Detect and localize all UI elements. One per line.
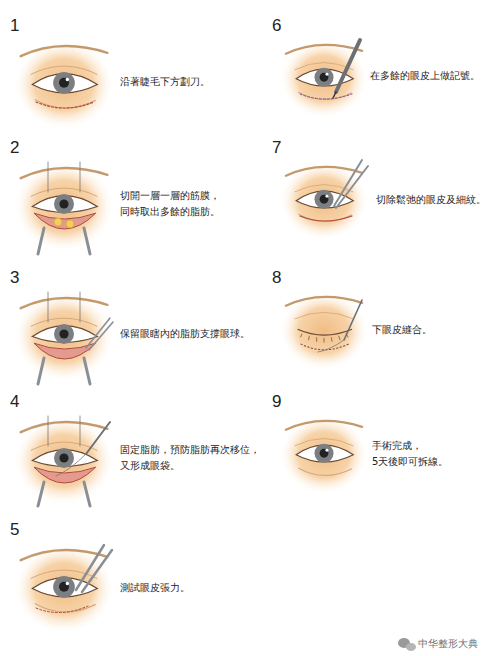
step-caption: 切除鬆弛的眼皮及細紋。 (376, 192, 486, 208)
step-number: 6 (272, 16, 281, 36)
eye-figures (16, 41, 367, 632)
surgical-instruments (36, 40, 368, 613)
step-caption: 切開一層一層的筋膜， 同時取出多餘的脂肪。 (120, 188, 226, 220)
step-number: 9 (272, 392, 281, 412)
step-number: 3 (10, 268, 19, 288)
eye-figure (16, 293, 113, 380)
step-number: 4 (10, 392, 19, 412)
eye-figure (16, 417, 113, 504)
step-number: 2 (10, 138, 19, 158)
step-caption: 下眼皮縫合。 (372, 322, 432, 338)
step-caption: 固定脂肪，預防脂肪再次移位， 又形成眼袋。 (120, 442, 268, 474)
step-number: 5 (10, 520, 19, 540)
step-caption: 在多餘的眼皮上做記號。 (370, 68, 480, 84)
eye-figure (16, 41, 113, 128)
step-caption: 沿著睫毛下方劃刀。 (120, 74, 210, 90)
eye-figure (16, 545, 113, 632)
step-number: 8 (272, 268, 281, 288)
step-number: 7 (272, 138, 281, 158)
watermark: 中华整形大典 (418, 637, 478, 651)
eye-figure (281, 293, 366, 369)
step-caption: 測試眼皮張力。 (120, 580, 190, 596)
step-number: 1 (10, 16, 19, 36)
step-caption: 手術完成， 5天後即可拆線。 (372, 438, 454, 470)
eye-figure (281, 417, 366, 493)
eye-figure (16, 163, 113, 250)
wechat-icon (398, 638, 416, 651)
step-caption: 保留眼瞎內的脂肪支撐眼球。 (120, 326, 250, 342)
eye-figure (281, 41, 366, 117)
